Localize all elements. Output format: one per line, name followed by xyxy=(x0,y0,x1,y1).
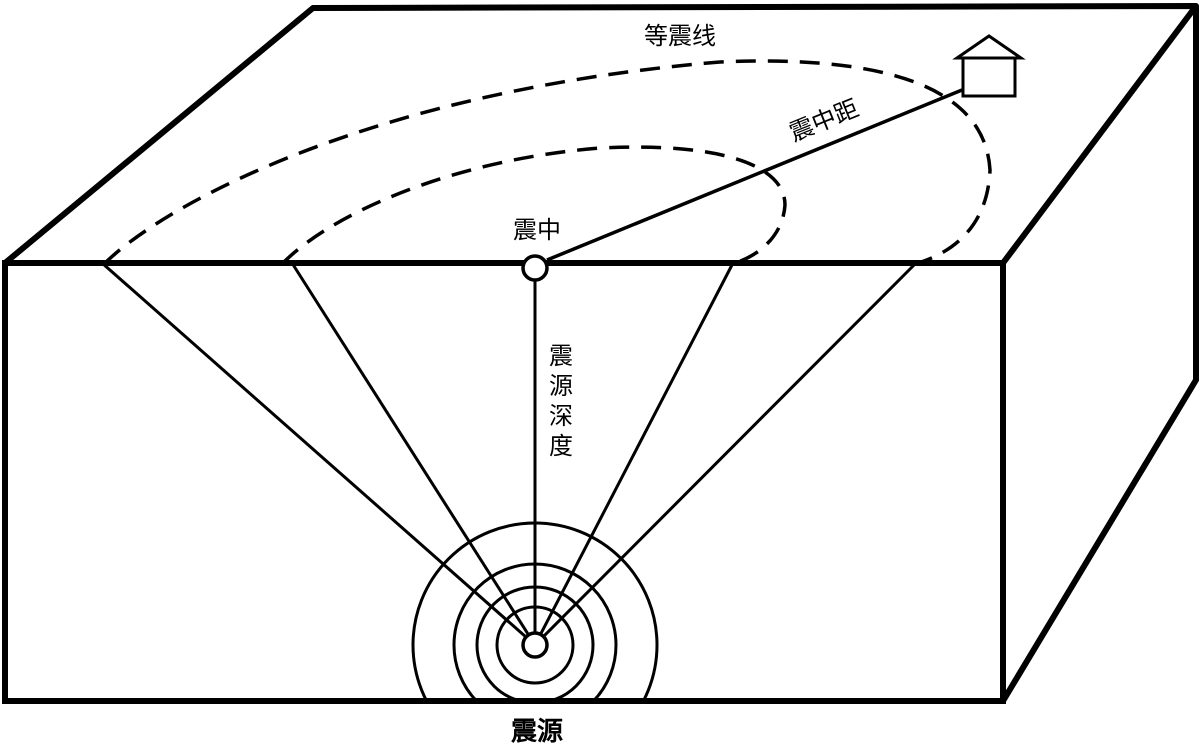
epicenter-label: 震中 xyxy=(513,216,561,244)
ray-3 xyxy=(533,262,735,646)
block-front-face xyxy=(2,260,1006,704)
wave-ring-3 xyxy=(475,585,595,701)
epicentral-distance-label: 震中距 xyxy=(785,94,862,147)
ray-1 xyxy=(101,261,536,647)
seismic-rays xyxy=(101,261,918,647)
seismic-waves xyxy=(411,521,659,701)
isoseismal-inner xyxy=(281,145,787,265)
block-right-face xyxy=(1000,6,1199,703)
house-icon xyxy=(952,34,1026,98)
ray-2 xyxy=(290,262,537,646)
epicentral-distance-line xyxy=(546,88,963,262)
wave-ring-1 xyxy=(411,521,659,701)
focal-depth-char-1: 震 xyxy=(549,342,573,370)
focal-depth-char-2: 源 xyxy=(549,372,573,400)
isoseismal-outer xyxy=(103,59,992,265)
circle-marker-icon xyxy=(521,631,549,659)
wave-ring-2 xyxy=(452,562,618,701)
wave-ring-4 xyxy=(495,605,575,685)
focal-depth-char-3: 深 xyxy=(549,402,573,430)
ray-4 xyxy=(533,261,918,647)
hypocenter-label: 震源 xyxy=(511,717,563,746)
isoseismal-line-label: 等震线 xyxy=(644,22,716,50)
block-top-face xyxy=(2,3,1199,266)
focal-depth-char-4: 度 xyxy=(549,432,573,460)
circle-marker-icon xyxy=(521,254,549,282)
